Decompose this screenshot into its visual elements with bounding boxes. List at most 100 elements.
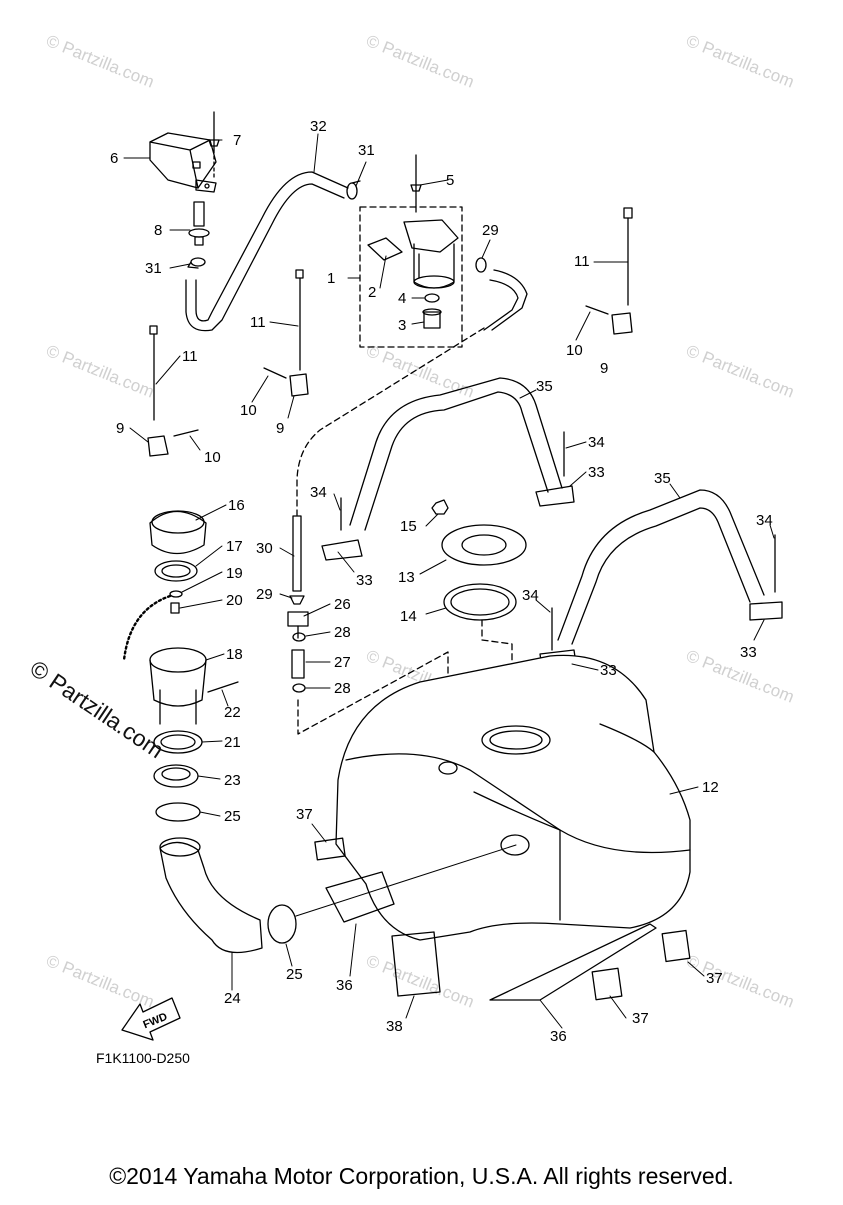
callout-17: 17: [226, 538, 243, 555]
part-4-o-ring: [424, 293, 440, 303]
callout-9: 9: [116, 420, 124, 437]
watermark-text: © Partzilla.com: [364, 951, 477, 1012]
callout-3: 3: [398, 317, 406, 334]
callout-10: 10: [566, 342, 583, 359]
callout-31: 31: [145, 260, 162, 277]
part-11-cable-tie: [623, 207, 633, 306]
watermark-text: © Partzilla.com: [684, 341, 797, 402]
callout-33: 33: [740, 644, 757, 661]
part-20-screw: [170, 602, 180, 614]
callout-25: 25: [286, 966, 303, 983]
part-33-bracket: [321, 539, 363, 561]
callout-2: 2: [368, 284, 376, 301]
part-22-rivet: [207, 681, 239, 693]
part-37-pad: [591, 967, 623, 1001]
gasket-guide-line: [481, 619, 513, 741]
callout-24: 24: [224, 990, 241, 1007]
part-32-breather-hose: [185, 171, 349, 332]
part-10-rivet: [263, 367, 287, 379]
part-33-bracket: [749, 601, 783, 621]
watermark-text: © Partzilla.com: [684, 31, 797, 92]
part-24-filler-hose: [159, 837, 263, 954]
drawing-code: F1K1100-D250: [96, 1050, 190, 1066]
part-27-hose: [291, 649, 305, 679]
callout-18: 18: [226, 646, 243, 663]
part-31-clamp: [346, 180, 361, 200]
part-14-gasket: [443, 583, 517, 621]
callout-27: 27: [334, 654, 351, 671]
callout-34: 34: [756, 512, 773, 529]
callout-37: 37: [632, 1010, 649, 1027]
tether-chain: [122, 594, 172, 662]
callout-14: 14: [400, 608, 417, 625]
part-37-pad: [661, 929, 691, 963]
callout-31: 31: [358, 142, 375, 159]
callout-13: 13: [398, 569, 415, 586]
callout-16: 16: [228, 497, 245, 514]
part-9-clamp: [611, 312, 633, 335]
callout-36: 36: [336, 977, 353, 994]
callout-28: 28: [334, 624, 351, 641]
callout-33: 33: [356, 572, 373, 589]
callout-35: 35: [654, 470, 671, 487]
callout-19: 19: [226, 565, 243, 582]
part-28-clamp: [292, 632, 306, 642]
callout-34: 34: [588, 434, 605, 451]
callout-10: 10: [204, 449, 221, 466]
part-13-flange: [441, 524, 527, 566]
part-29-clamp: [475, 257, 487, 273]
callout-34: 34: [310, 484, 327, 501]
callout-15: 15: [400, 518, 417, 535]
callout-37: 37: [296, 806, 313, 823]
part-30-fuel-line: [292, 327, 485, 592]
fwd-arrow-icon: [121, 997, 181, 1041]
part-1-filter-assembly-outline: [359, 206, 463, 348]
callout-9: 9: [600, 360, 608, 377]
callout-10: 10: [240, 402, 257, 419]
callout-11: 11: [574, 253, 590, 270]
part-3-plug: [422, 308, 442, 329]
part-23-nut: [153, 764, 199, 788]
callout-12: 12: [702, 779, 719, 796]
callout-25: 25: [224, 808, 241, 825]
part-12-fuel-tank: [335, 654, 691, 941]
part-36-strip: [325, 871, 395, 923]
part-37-pad: [314, 837, 346, 861]
callout-37: 37: [706, 970, 723, 987]
callout-11: 11: [182, 348, 198, 365]
part-6-cover: [149, 132, 217, 193]
callout-29: 29: [256, 586, 273, 603]
part-11-cable-tie: [295, 269, 304, 371]
part-9-clamp: [147, 435, 169, 457]
watermark-text: © Partzilla.com: [684, 951, 797, 1012]
callout-7: 7: [233, 132, 241, 149]
watermark-text: © Partzilla.com: [44, 31, 157, 92]
leader-lines: [123, 133, 775, 1029]
part-35-strap: [557, 489, 765, 645]
part-38-pad: [391, 931, 441, 997]
part-33-bracket: [535, 485, 575, 507]
callout-34: 34: [522, 587, 539, 604]
callout-33: 33: [600, 662, 617, 679]
part-18-filler-neck: [149, 647, 207, 725]
fuel-filter: [403, 219, 459, 289]
callout-21: 21: [224, 734, 241, 751]
callout-5: 5: [446, 172, 454, 189]
part-17-seal: [154, 560, 198, 582]
callout-38: 38: [386, 1018, 403, 1035]
part-8-grommet: [188, 201, 210, 246]
part-2-bracket: [367, 237, 403, 261]
part-11-cable-tie: [149, 325, 158, 421]
callout-35: 35: [536, 378, 553, 395]
part-16-filler-cap: [149, 510, 207, 555]
callout-layer: 7 6 8 31 32 31 5 29 1 2 4 3 11 11 11 10 …: [110, 118, 773, 1045]
part-19-washer: [169, 590, 183, 598]
callout-30: 30: [256, 540, 273, 557]
part-28-clamp: [292, 683, 306, 693]
part-5-bolt: [410, 154, 422, 213]
part-15-nut: [431, 499, 449, 515]
part-31-clamp: [187, 257, 206, 269]
callout-1: 1: [327, 270, 335, 287]
callout-9: 9: [276, 420, 284, 437]
